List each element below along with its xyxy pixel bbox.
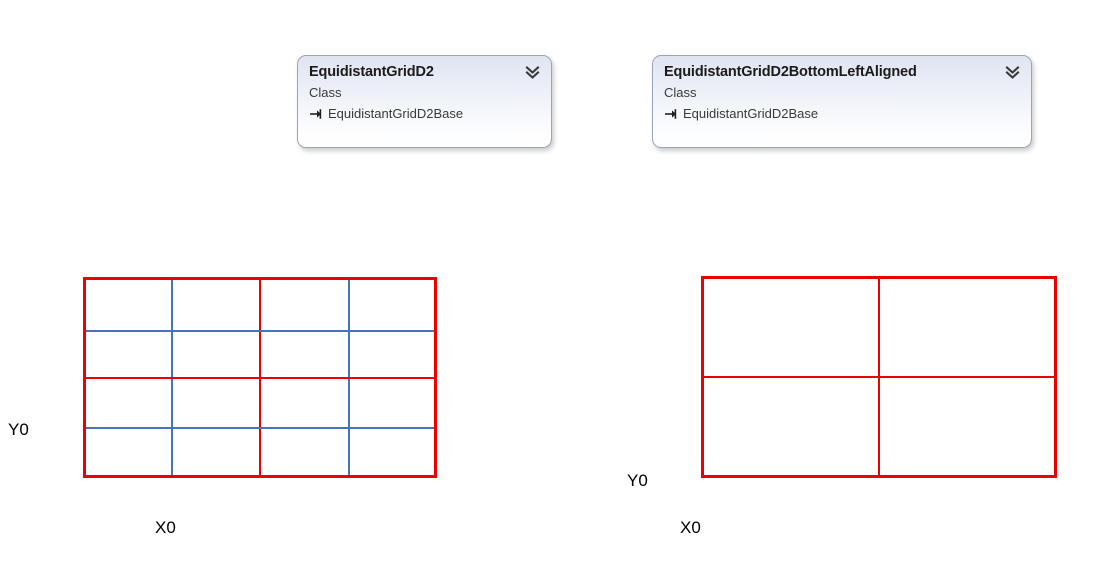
double-chevron-down-icon[interactable] bbox=[1005, 64, 1020, 80]
uml-class-name: EquidistantGridD2 bbox=[309, 64, 434, 80]
uml-class-box-equidistantgridd2bottomleftaligned[interactable]: EquidistantGridD2BottomLeftAligned Class… bbox=[652, 55, 1032, 148]
inheritance-arrow-icon bbox=[309, 107, 323, 121]
uml-class-kind: Class bbox=[664, 85, 697, 100]
uml-class-kind: Class bbox=[309, 85, 342, 100]
uml-base-row: EquidistantGridD2Base bbox=[664, 106, 818, 122]
y-origin-label-grid-2: Y0 bbox=[627, 471, 648, 490]
double-chevron-down-icon[interactable] bbox=[525, 64, 540, 80]
inheritance-arrow-icon bbox=[664, 107, 678, 121]
uml-base-row: EquidistantGridD2Base bbox=[309, 106, 463, 122]
uml-base-class-label: EquidistantGridD2Base bbox=[683, 106, 819, 121]
grid-equidistant-grid-d2-bottom-left-aligned bbox=[701, 276, 1057, 478]
grid-outer-border bbox=[83, 277, 437, 478]
x-origin-label-grid-1: X0 bbox=[155, 518, 176, 537]
grid-horizontal-line-minor bbox=[86, 427, 434, 429]
grid-horizontal-line-major bbox=[86, 377, 434, 379]
uml-base-class-label: EquidistantGridD2Base bbox=[328, 106, 464, 121]
grid-horizontal-line-major bbox=[704, 376, 1054, 378]
grid-outer-border bbox=[701, 276, 1057, 478]
grid-horizontal-line-minor bbox=[86, 330, 434, 332]
y-origin-label-grid-1: Y0 bbox=[8, 420, 29, 439]
x-origin-label-grid-2: X0 bbox=[680, 518, 701, 537]
uml-class-name: EquidistantGridD2BottomLeftAligned bbox=[664, 64, 917, 80]
uml-class-box-equidistantgridd2[interactable]: EquidistantGridD2 Class EquidistantGridD… bbox=[297, 55, 552, 148]
grid-equidistant-grid-d2 bbox=[83, 277, 437, 478]
